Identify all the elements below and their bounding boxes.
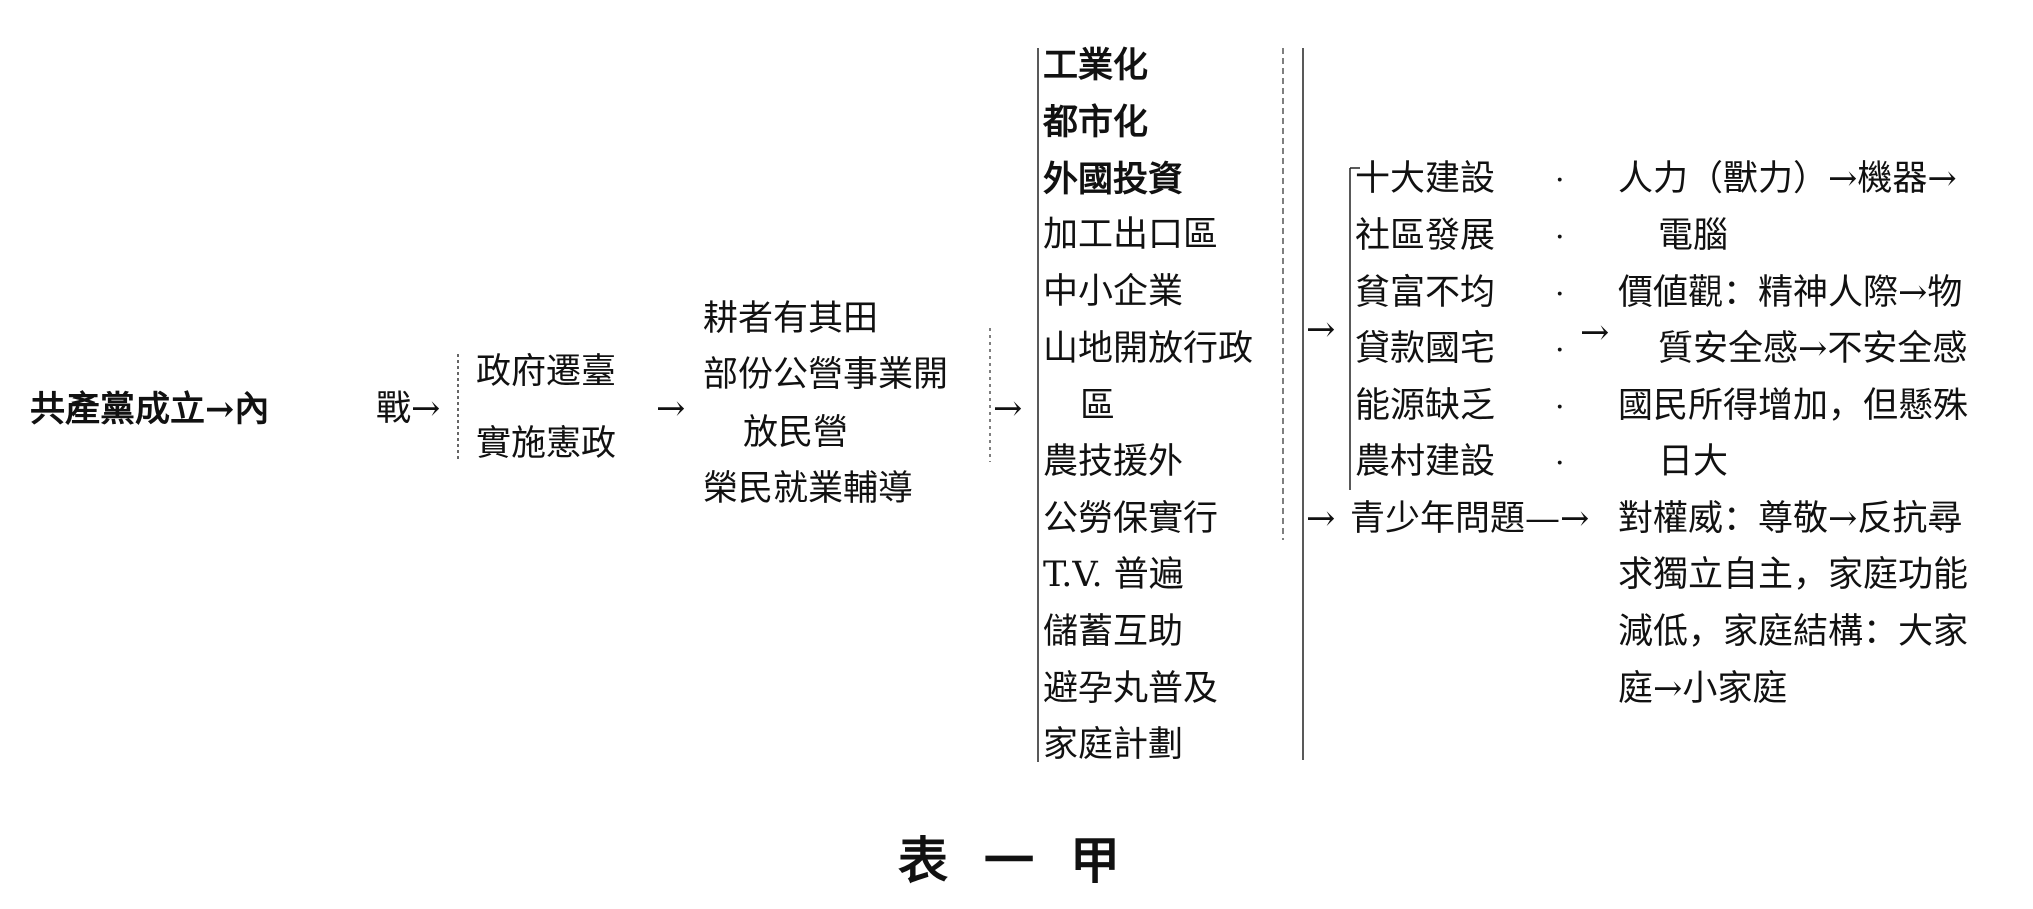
result-item-4: 國民所得增加，但懸殊 xyxy=(1618,386,1969,426)
stage5-item-3: 貸款國宅 xyxy=(1355,329,1496,369)
separator-dot-5: · xyxy=(1555,446,1565,481)
separator-dot-3: · xyxy=(1555,333,1565,368)
arrow-stage3: → xyxy=(993,389,1023,429)
stage4-item-5: 山地開放行政 xyxy=(1043,329,1254,369)
stage5-item-0: 十大建設 xyxy=(1355,159,1496,199)
result-item-2: 價値觀：精神人際→物 xyxy=(1618,273,1963,313)
separator-dot-2: · xyxy=(1555,277,1565,312)
stage4-item-11: 避孕丸普及 xyxy=(1043,669,1219,709)
stage5-item-1: 社區發展 xyxy=(1355,216,1496,256)
arrow-youth: → xyxy=(1306,499,1336,539)
stage4-item-0: 工業化 xyxy=(1043,45,1149,86)
stage2-item-0: 政府遷臺 xyxy=(476,352,617,392)
stage4-item-9: T.V. 普遍 xyxy=(1043,555,1184,595)
youth-result-0: 對權威：尊敬→反抗尋 xyxy=(1618,499,1963,539)
result-item-1: 電腦 xyxy=(1658,216,1729,256)
youth-result-3: 庭→小家庭 xyxy=(1618,669,1788,709)
figure-caption: 表一甲 xyxy=(898,831,1156,890)
result-item-5: 日大 xyxy=(1658,442,1729,482)
youth-label: 青少年問題—→ xyxy=(1350,499,1590,539)
war-label: 戰→ xyxy=(376,389,441,429)
stage5-item-2: 貧富不均 xyxy=(1355,273,1496,313)
arrow-stage4: → xyxy=(1306,310,1336,350)
arrow-stage2: → xyxy=(656,389,686,429)
stage4-item-2: 外國投資 xyxy=(1043,159,1184,200)
result-item-0: 人力（獸力）→機器→ xyxy=(1618,159,1957,199)
stage5-item-4: 能源缺乏 xyxy=(1355,386,1496,426)
result-item-3: 質安全感→不安全感 xyxy=(1658,329,1968,369)
arrow-stage5: → xyxy=(1580,313,1610,353)
stage4-item-3: 加工出口區 xyxy=(1043,215,1219,255)
origin-label: 共產黨成立→內 xyxy=(30,389,270,430)
stage4-item-8: 公勞保實行 xyxy=(1043,499,1219,539)
separator-dot-4: · xyxy=(1555,390,1565,425)
stage3-item-2: 放民營 xyxy=(743,413,849,453)
stage3-item-1: 部份公營事業開 xyxy=(703,355,949,395)
stage4-item-4: 中小企業 xyxy=(1043,272,1184,312)
stage4-item-10: 儲蓄互助 xyxy=(1043,612,1184,652)
youth-result-2: 減低，家庭結構：大家 xyxy=(1618,612,1969,652)
stage3-item-0: 耕者有其田 xyxy=(703,299,879,339)
stage4-item-7: 農技援外 xyxy=(1043,442,1184,482)
stage4-item-12: 家庭計劃 xyxy=(1043,725,1184,765)
stage4-item-1: 都市化 xyxy=(1043,102,1149,143)
separator-dot-1: · xyxy=(1555,220,1565,255)
separator-dot-0: · xyxy=(1555,163,1565,198)
stage5-item-5: 農村建設 xyxy=(1355,442,1496,482)
stage3-item-3: 榮民就業輔導 xyxy=(703,469,914,509)
youth-result-1: 求獨立自主，家庭功能 xyxy=(1618,555,1969,595)
stage2-item-1: 實施憲政 xyxy=(476,424,617,464)
stage4-item-6: 區 xyxy=(1080,386,1116,426)
